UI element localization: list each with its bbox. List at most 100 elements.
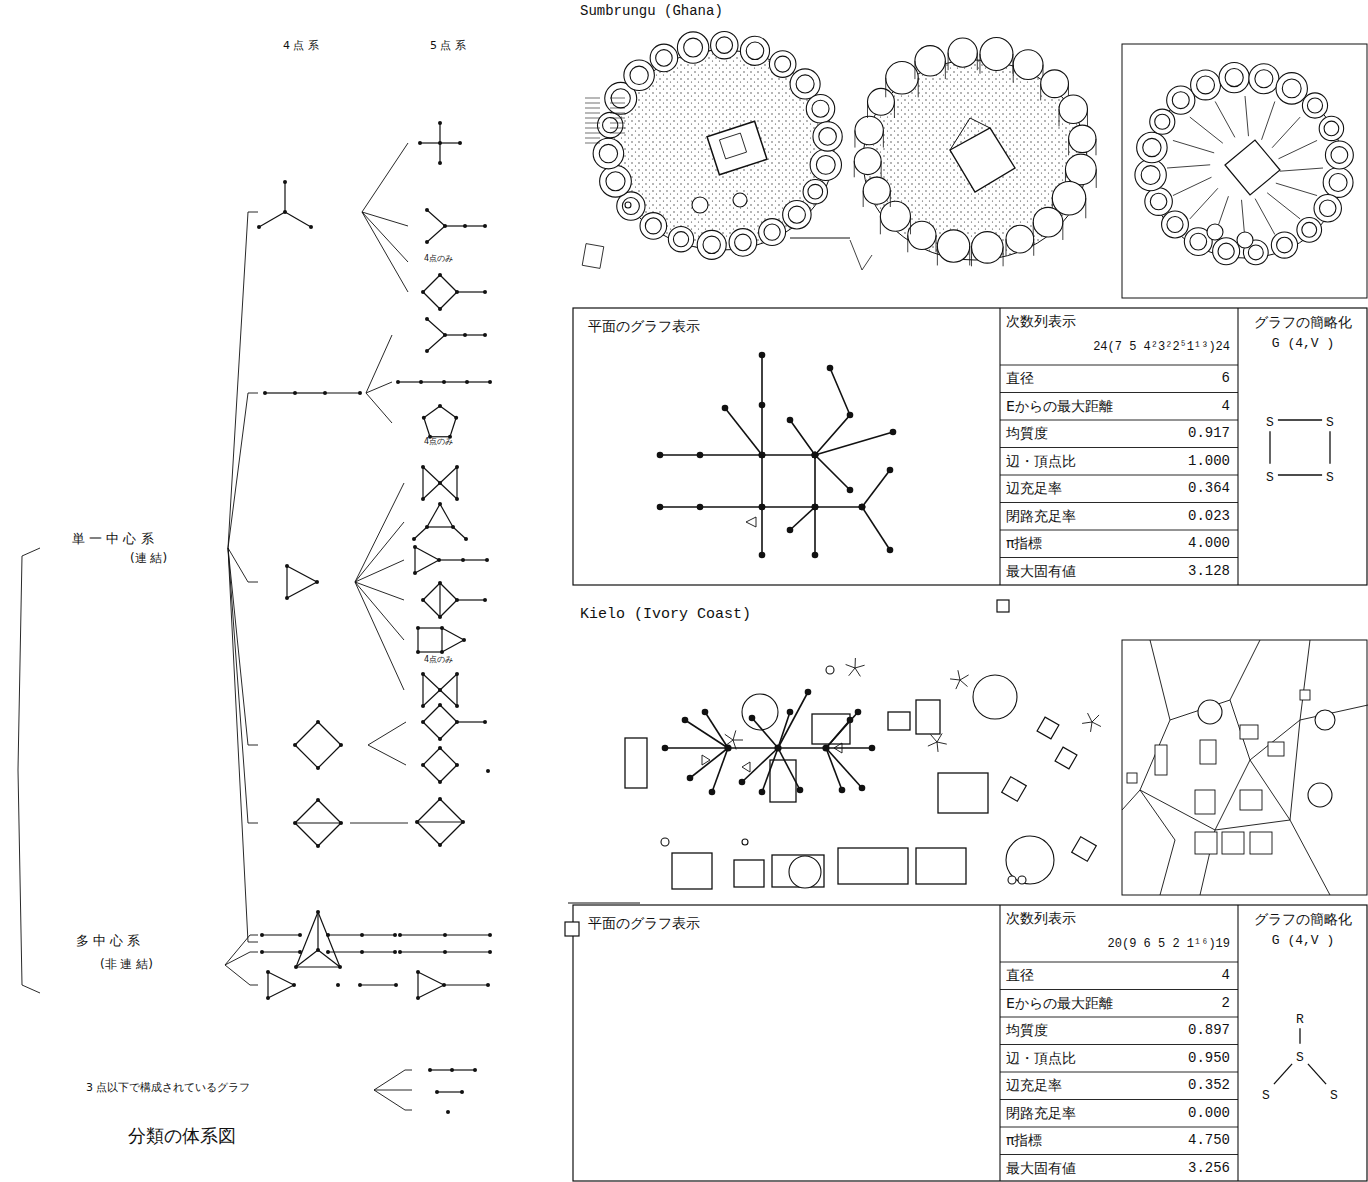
compound-outline bbox=[1147, 78, 1343, 258]
graph-vertex-dot bbox=[787, 527, 794, 534]
graph-vertex-dot bbox=[438, 737, 442, 741]
table-cell: 0.023 bbox=[1188, 508, 1230, 524]
granary-square bbox=[1055, 747, 1077, 769]
graph-vertex-dot bbox=[483, 224, 487, 228]
graph-vertex-dot bbox=[859, 504, 866, 511]
graph-vertex-dot bbox=[887, 467, 894, 474]
table-rule bbox=[1237, 308, 1238, 585]
hut-outline bbox=[740, 36, 769, 65]
table-rule bbox=[1000, 530, 1238, 531]
table-cell: 4.000 bbox=[1188, 535, 1230, 551]
graph-vertex-dot bbox=[438, 688, 442, 692]
table-rule bbox=[1000, 475, 1238, 476]
graph-vertex-dot bbox=[316, 948, 320, 952]
graph-vertex-dot bbox=[759, 352, 766, 359]
legend-stroke bbox=[585, 103, 600, 104]
tree-symbol bbox=[846, 664, 855, 668]
hut-outline bbox=[1033, 207, 1063, 237]
hut-wall bbox=[937, 246, 938, 265]
graph-vertex-dot bbox=[812, 504, 819, 511]
plant bbox=[661, 838, 669, 846]
graph-edge bbox=[445, 951, 490, 952]
graph-vertex-dot bbox=[415, 820, 419, 824]
table-cell: 2 bbox=[1222, 995, 1230, 1011]
graph-edge bbox=[423, 674, 440, 690]
voronoi-line bbox=[1190, 188, 1218, 219]
house-outline bbox=[1225, 140, 1280, 195]
graph-vertex-dot bbox=[260, 933, 264, 937]
hut-outline bbox=[1065, 154, 1096, 185]
graph-vertex-dot bbox=[455, 763, 459, 767]
hut-outline bbox=[1191, 70, 1221, 100]
graph-vertex-dot bbox=[455, 598, 459, 602]
graph-vertex-dot bbox=[285, 596, 289, 600]
building-outline bbox=[772, 855, 824, 887]
graph-vertex-dot bbox=[298, 933, 302, 937]
tree-symbol bbox=[930, 734, 937, 742]
plan-graph-edge bbox=[826, 712, 858, 748]
graph-edge bbox=[418, 985, 444, 998]
graph-vertex-dot bbox=[442, 983, 446, 987]
hut-inner bbox=[1248, 245, 1263, 260]
building-outline bbox=[1240, 790, 1262, 810]
hut-inner bbox=[812, 100, 829, 117]
panel-heading: グラフの簡略化 bbox=[1238, 905, 1368, 929]
graph-vertex-dot bbox=[257, 225, 261, 229]
hut-wall bbox=[907, 235, 908, 252]
table-cell: 3.128 bbox=[1188, 563, 1230, 579]
graph-edge bbox=[414, 547, 415, 573]
hut-wall bbox=[979, 54, 980, 74]
graph-vertex-dot bbox=[847, 487, 854, 494]
diagram-label: 4点のみ bbox=[424, 437, 453, 446]
graph-edge bbox=[328, 951, 362, 952]
entrance-marker bbox=[702, 755, 710, 765]
table-cell: 4.750 bbox=[1188, 1132, 1230, 1148]
voronoi-line bbox=[1280, 168, 1323, 171]
granary-square bbox=[1002, 777, 1027, 802]
graph-link bbox=[1299, 1028, 1300, 1044]
hut-outline bbox=[1041, 70, 1069, 98]
hut-inner bbox=[1329, 174, 1347, 192]
graph-vertex: S bbox=[1263, 465, 1277, 485]
hut-wall bbox=[890, 191, 891, 207]
hut-inner bbox=[1307, 98, 1322, 113]
voronoi-line bbox=[1173, 177, 1212, 195]
legend-stroke bbox=[610, 123, 625, 124]
diagram-label: 多 中 心 系 bbox=[76, 934, 140, 949]
diagram-label: 20(9 6 5 2 1¹⁶)19 bbox=[1108, 938, 1230, 952]
hut-inner bbox=[716, 37, 732, 53]
graph-vertex-dot bbox=[421, 704, 425, 708]
graph-vertex-dot bbox=[488, 950, 492, 954]
graph-edge bbox=[417, 799, 440, 822]
graph-vertex-dot bbox=[413, 545, 417, 549]
granary-square bbox=[1072, 837, 1097, 862]
table-rule bbox=[1000, 1044, 1238, 1045]
tree-bracket bbox=[228, 548, 258, 823]
graph-vertex-dot bbox=[438, 141, 442, 145]
graph-vertex-dot bbox=[438, 703, 442, 707]
graph-edge bbox=[440, 467, 457, 483]
graph-vertex-dot bbox=[483, 333, 487, 337]
tree-symbol bbox=[855, 665, 865, 668]
graph-edge bbox=[440, 799, 463, 822]
graph-link bbox=[1269, 431, 1270, 464]
hut-inner bbox=[819, 128, 837, 146]
table-rule bbox=[1000, 447, 1238, 448]
graph-vertex-dot bbox=[460, 1090, 464, 1094]
hut-wall bbox=[969, 246, 970, 265]
table-cell: π指標 bbox=[1006, 1132, 1042, 1148]
hut-outline bbox=[1213, 238, 1240, 265]
hut-outline bbox=[868, 88, 895, 115]
legend-stroke bbox=[585, 113, 600, 114]
graph-edge bbox=[456, 467, 457, 499]
graph-vertex-dot bbox=[847, 717, 854, 724]
graph-edge bbox=[440, 600, 457, 617]
graph-vertex-dot bbox=[859, 504, 866, 511]
plan-graph-edge bbox=[752, 718, 778, 748]
tree-bracket bbox=[228, 548, 258, 942]
graph-vertex-dot bbox=[483, 290, 487, 294]
graph-vertex-dot bbox=[437, 558, 441, 562]
graph-edge bbox=[259, 212, 285, 227]
branch-line bbox=[355, 483, 404, 582]
